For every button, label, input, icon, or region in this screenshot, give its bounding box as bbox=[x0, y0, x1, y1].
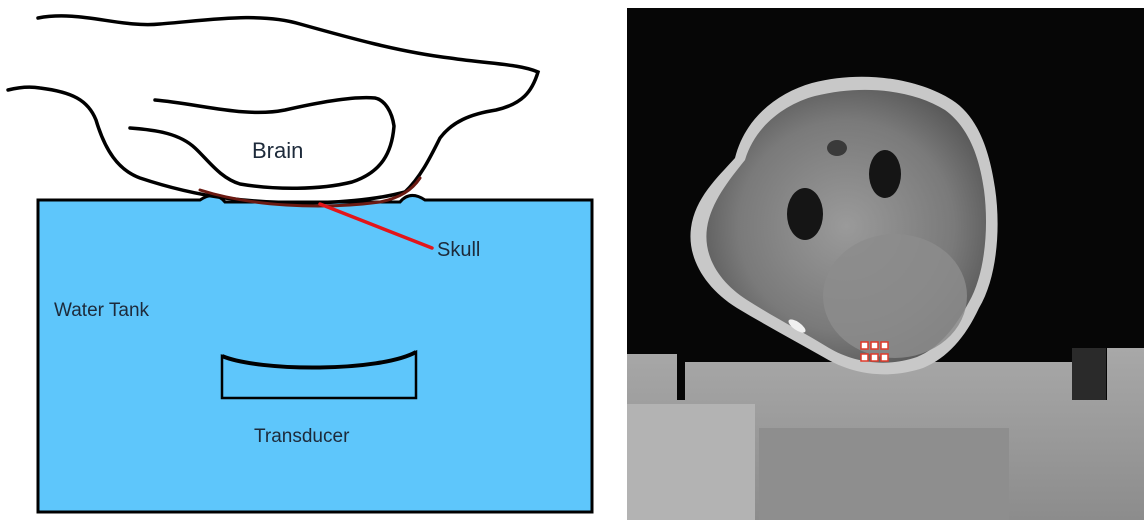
holder-left-block bbox=[627, 404, 755, 520]
dark-spot bbox=[827, 140, 847, 156]
water-tank-label: Water Tank bbox=[54, 300, 150, 321]
target-mark bbox=[881, 354, 888, 361]
brain-region bbox=[823, 234, 967, 358]
target-mark bbox=[861, 354, 868, 361]
target-mark bbox=[881, 342, 888, 349]
skull-label: Skull bbox=[437, 239, 480, 261]
holder-bottom-inner bbox=[759, 428, 1009, 520]
head-outline bbox=[8, 16, 538, 203]
target-mark bbox=[871, 354, 878, 361]
water-tank bbox=[38, 195, 592, 512]
brain-label: Brain bbox=[252, 138, 303, 163]
dark-cavity-left bbox=[787, 188, 823, 240]
mri-image bbox=[627, 8, 1144, 520]
setup-diagram: Brain Skull Water Tank Transducer bbox=[0, 0, 600, 520]
target-mark bbox=[861, 342, 868, 349]
holder-right-notch bbox=[1072, 348, 1106, 400]
target-mark bbox=[871, 342, 878, 349]
dark-cavity-right bbox=[869, 150, 901, 198]
transducer-label: Transducer bbox=[254, 426, 350, 447]
